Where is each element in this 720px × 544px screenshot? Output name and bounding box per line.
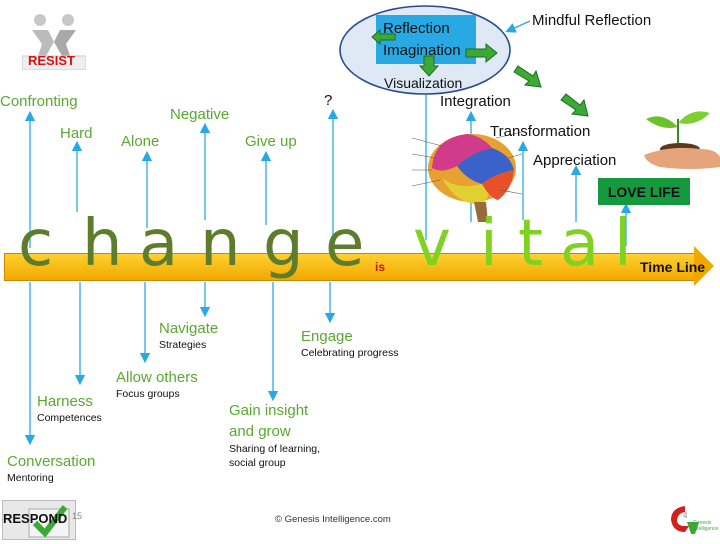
respond-badge [2,500,76,540]
resist-label: RESIST [28,53,75,68]
label-gain-insight-2: and grow [229,423,291,440]
vital-letter-v: v [413,207,451,281]
label-give-up: Give up [245,133,297,150]
green-flow-arrows [371,28,589,117]
genesis-logo-text: Genesis Intelligence [693,520,719,532]
label-confronting: Confronting [0,93,78,110]
label-allow-others: Allow others [116,369,198,386]
label-reflection: Reflection [383,20,450,37]
resist-figure [21,12,87,71]
label-imagination: Imagination [383,42,461,59]
checkmark-icon [28,505,70,538]
is-label: is [375,260,386,274]
vital-letter-l: l [614,207,632,281]
label-appreciation: Appreciation [533,152,617,169]
genesis-logo-icon [671,506,699,534]
label-allow-others-sub: Focus groups [116,388,180,400]
timeline-label: Time Line [640,259,706,275]
label-harness: Harness [37,393,93,410]
copyright: © Genesis Intelligence.com [275,514,391,525]
label-engage-sub: Celebrating progress [301,347,399,359]
label-transformation: Transformation [490,123,591,140]
vital-letter-i: i [480,207,498,281]
label-navigate: Navigate [159,320,219,337]
label-harness-sub: Competences [37,412,102,424]
arrow-mindful-reflection [505,20,531,33]
change-letter-c: c [18,207,54,281]
label-alone: Alone [121,133,160,150]
respond-label: RESPOND [3,511,68,526]
label-navigate-sub: Strategies [159,339,207,351]
genesis-logo [665,500,715,536]
label-conversation: Conversation [7,453,96,470]
timeline-arrowhead [694,246,714,286]
label-conversation-sub: Mentoring [7,472,54,484]
label-engage: Engage [301,328,353,345]
label-negative: Negative [170,106,230,123]
label-hard: Hard [60,125,93,142]
label-mindful-reflection: Mindful Reflection [532,12,652,29]
change-letter-a: a [139,207,179,281]
seedling-in-hand-icon [644,111,720,169]
wrestling-figures-icon [21,14,87,71]
vital-letter-t: t [518,207,544,281]
vital-letter-a: a [560,207,600,281]
label-integration: Integration [440,93,511,110]
label-question: ? [324,92,333,109]
page-fragment: 15 [72,511,83,521]
slide-number: 4 [683,511,688,520]
label-gain-insight-1: Gain insight [229,402,309,419]
timeline-bar [4,253,696,281]
change-letter-n: n [200,207,241,281]
brain-icon [412,131,522,222]
change-letter-g: g [263,207,304,281]
label-gain-insight-sub-1: Sharing of learning, [229,443,321,455]
change-letter-h: h [82,207,123,281]
label-gain-insight-sub-2: social group [229,457,286,469]
change-letter-e: e [325,207,365,281]
label-visualization: Visualization [384,75,463,91]
love-life-box: LOVE LIFE [598,178,690,205]
